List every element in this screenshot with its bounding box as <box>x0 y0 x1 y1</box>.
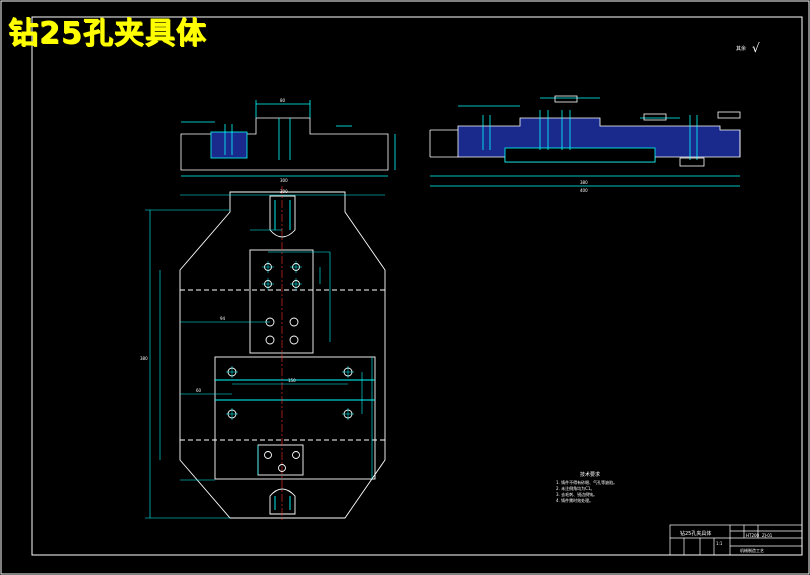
top-slot <box>269 195 296 238</box>
title-block-material: HT200 <box>746 533 760 538</box>
title-block-school: 机械制造工艺 <box>740 547 764 553</box>
upper-plate <box>249 249 314 354</box>
title-block-scale: 1:1 <box>716 541 723 546</box>
dim-plan-mid: 94 <box>220 316 226 321</box>
drawing-title: 钻25孔夹具体 <box>8 16 207 51</box>
dim-plan-left-2: 60 <box>196 388 202 393</box>
dim-plan-left: 380 <box>140 356 148 361</box>
roughness-symbol: √ <box>752 41 760 55</box>
title-block-name: 钻25孔夹具体 <box>680 530 711 537</box>
tech-req-item-4: 4. 铸件需时效处理。 <box>556 497 593 503</box>
dim-side-left-bottom: 300 <box>280 178 288 183</box>
section-view-right <box>429 95 741 187</box>
dim-section-bottom: 380 <box>580 180 588 185</box>
plan-view <box>145 186 386 522</box>
tech-req-item-3: 3. 去毛刺、锐边倒钝。 <box>556 491 597 497</box>
tech-req-item-2: 2. 未注倒角均为C1。 <box>556 485 594 491</box>
technical-requirements: 技术要求 1. 铸件不得有砂眼、气孔等缺陷。 2. 未注倒角均为C1。 3. 去… <box>556 471 617 503</box>
tech-req-heading: 技术要求 <box>580 471 600 478</box>
dim-plan-holes: 150 <box>288 378 296 383</box>
plan-outline <box>179 191 386 519</box>
dim-side-left-top: 80 <box>280 98 286 103</box>
title-block <box>669 524 803 556</box>
inner-border <box>31 16 803 556</box>
title-block-drawing-no: ZJ-01 <box>762 533 773 538</box>
dim-section-bottom-2: 400 <box>580 188 588 193</box>
bottom-slot <box>269 488 296 515</box>
roughness-note: 其余 <box>736 45 746 52</box>
lower-plate <box>257 444 304 476</box>
middle-plate <box>214 356 376 480</box>
side-view-left <box>180 100 396 177</box>
tech-req-item-1: 1. 铸件不得有砂眼、气孔等缺陷。 <box>556 479 617 485</box>
dim-plan-top: 300 <box>280 189 288 194</box>
